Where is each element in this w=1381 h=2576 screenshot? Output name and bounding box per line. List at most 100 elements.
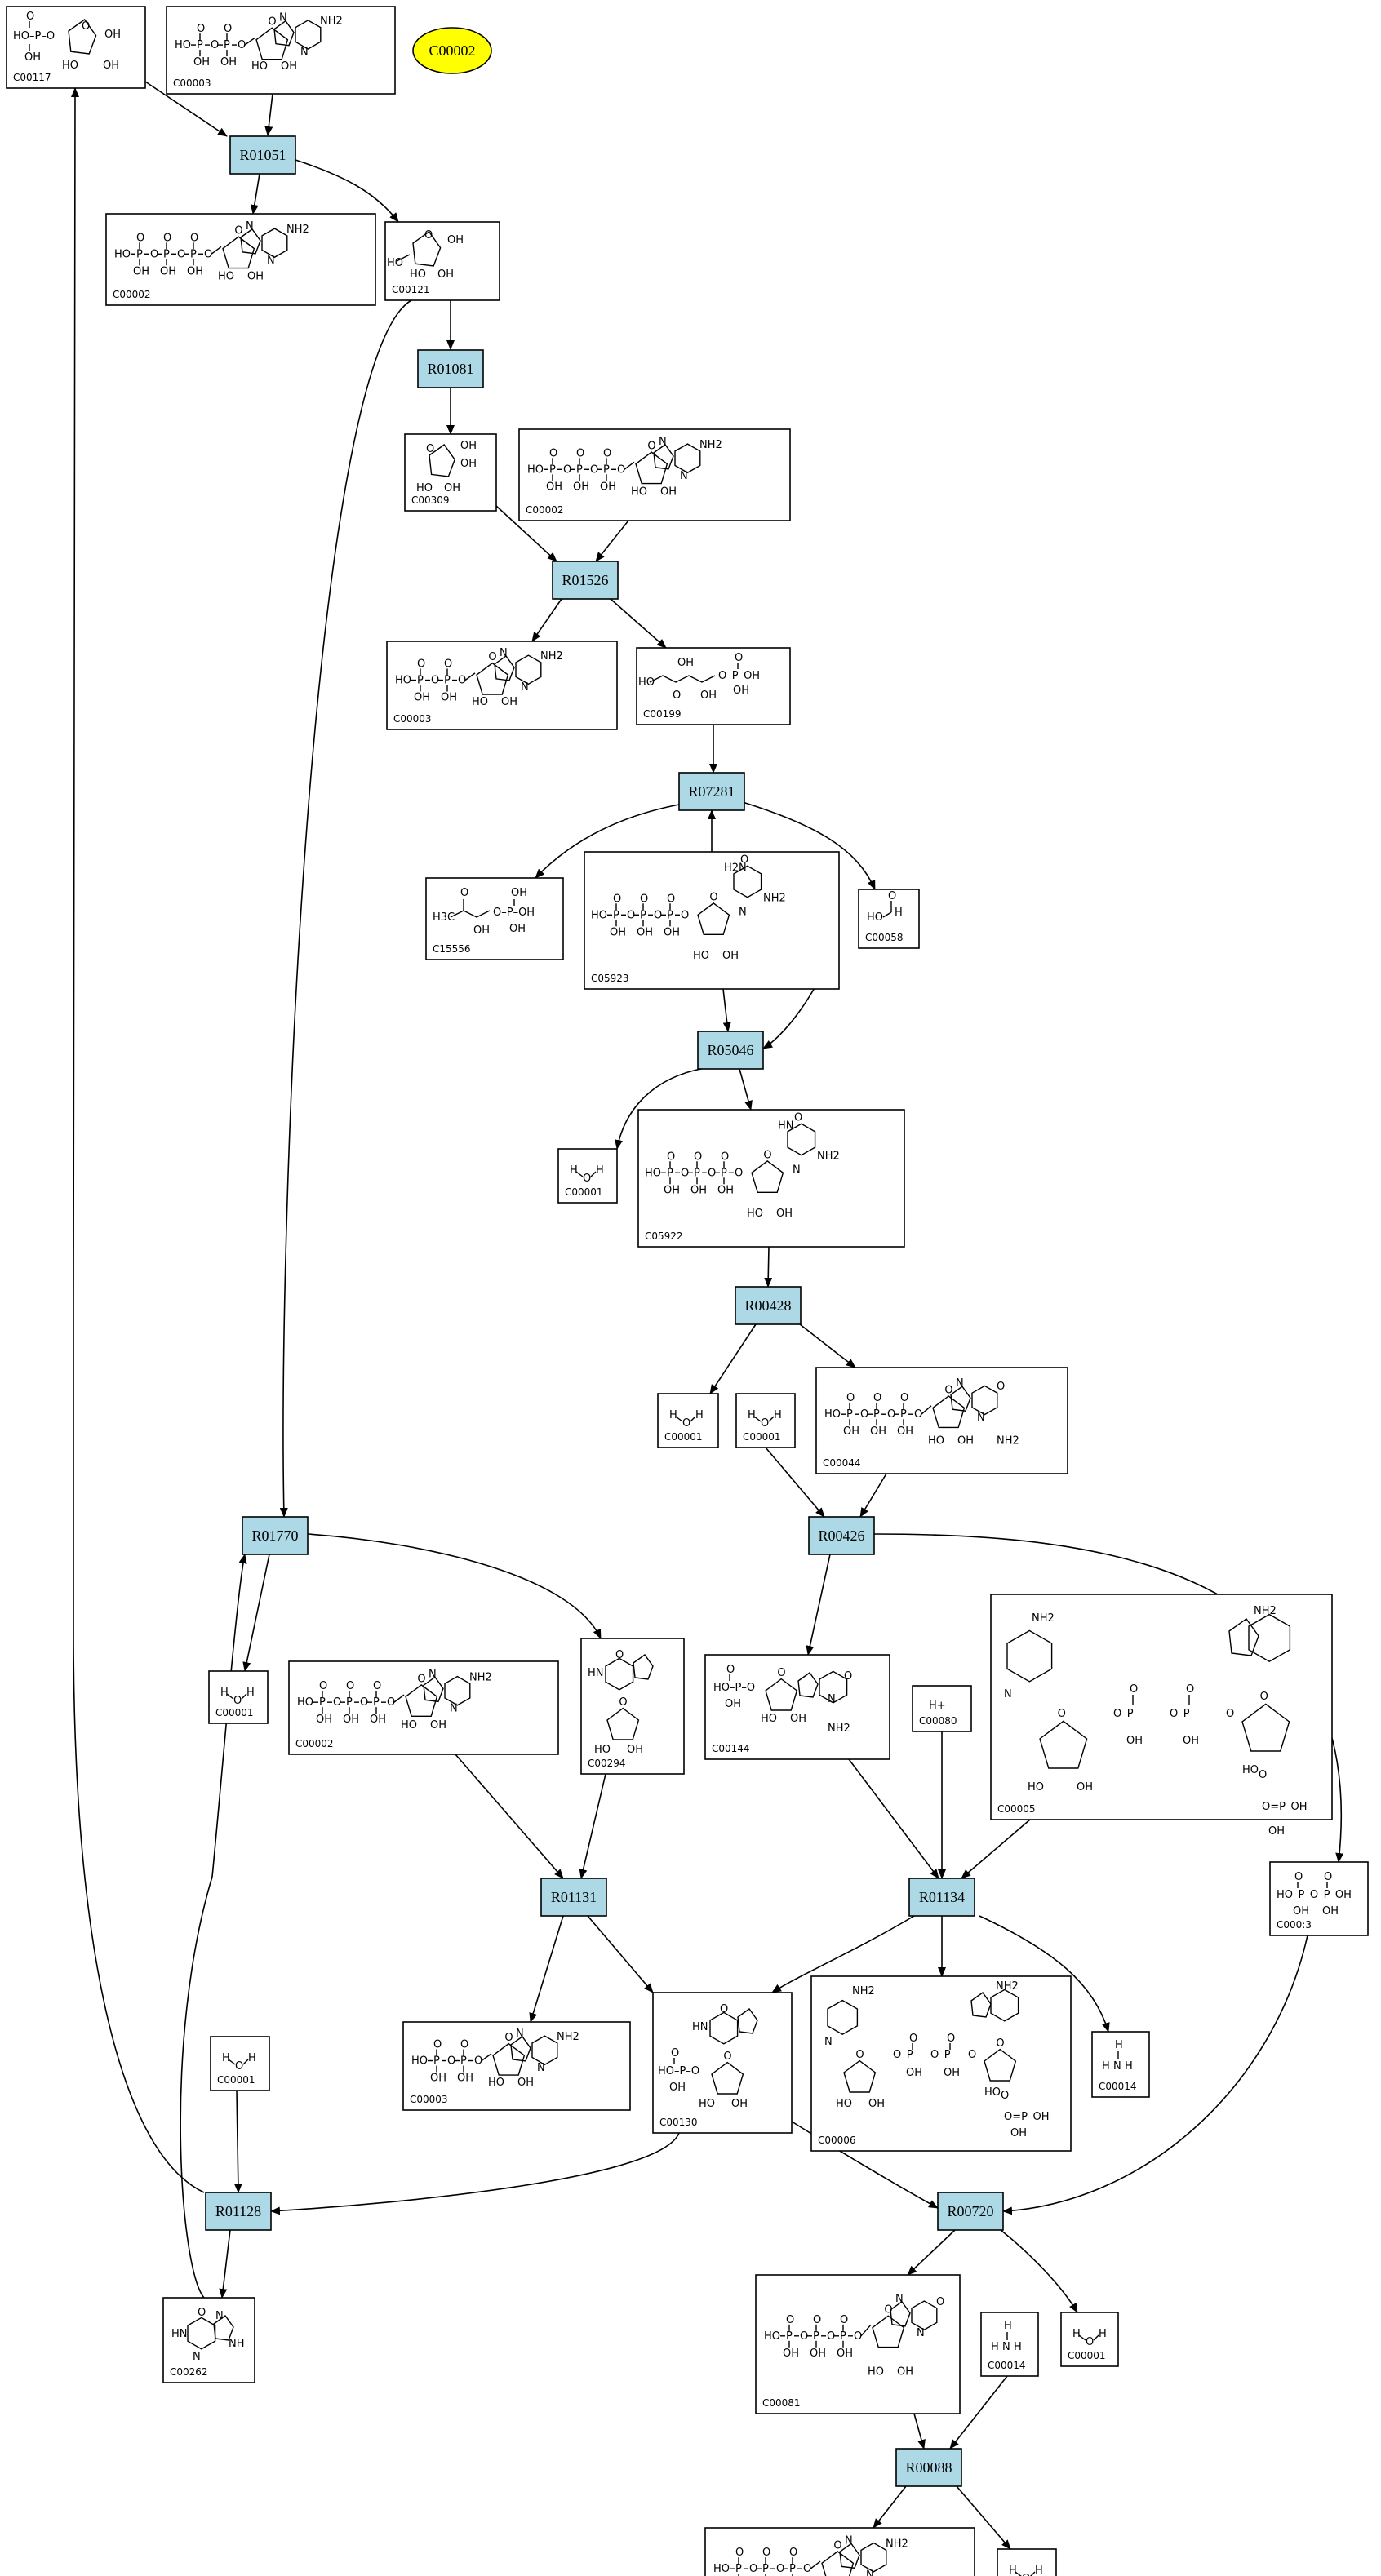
- svg-text:OH: OH: [1010, 2127, 1027, 2139]
- reaction-id-label: R00428: [744, 1297, 791, 1314]
- svg-text:O: O: [813, 2314, 821, 2326]
- reaction-node[interactable]: R01131: [540, 1878, 607, 1917]
- reaction-node[interactable]: R00428: [735, 1286, 802, 1325]
- svg-text:HO–P–O–P–OH: HO–P–O–P–OH: [1277, 1889, 1352, 1901]
- svg-text:H: H: [1102, 2060, 1110, 2073]
- svg-text:O: O: [888, 890, 896, 902]
- svg-text:O=P–OH: O=P–OH: [1004, 2111, 1049, 2123]
- compound-id-label: C00002: [295, 1738, 334, 1749]
- svg-text:P: P: [549, 463, 556, 476]
- svg-text:N: N: [1002, 2341, 1010, 2353]
- svg-text:H: H: [695, 1409, 704, 1421]
- compound-id-label: C00003: [410, 2094, 448, 2105]
- reaction-node[interactable]: R01526: [552, 561, 619, 600]
- molecule-structure-icon: H+: [929, 1700, 946, 1712]
- svg-text:H: H: [1004, 2320, 1012, 2332]
- highlighted-compound-node[interactable]: C00002: [412, 27, 492, 74]
- svg-text:O: O: [617, 463, 625, 476]
- reaction-arrow: [615, 1067, 706, 1150]
- compound-id-label: C00081: [762, 2397, 801, 2409]
- svg-text:HO: HO: [631, 486, 647, 499]
- svg-text:O–P: O–P: [1113, 1708, 1134, 1720]
- svg-text:P: P: [224, 39, 230, 51]
- reaction-node[interactable]: R07281: [678, 772, 745, 811]
- svg-text:O: O: [694, 1151, 702, 1163]
- svg-text:P: P: [444, 675, 451, 687]
- svg-text:O: O: [458, 675, 466, 687]
- reaction-node[interactable]: R01770: [242, 1516, 309, 1555]
- svg-text:O: O: [667, 1151, 675, 1163]
- reaction-node[interactable]: R00088: [895, 2448, 962, 2487]
- reaction-id-label: R01134: [919, 1889, 965, 1905]
- svg-text:N: N: [521, 681, 529, 694]
- svg-text:O: O: [233, 1695, 242, 1707]
- reaction-arrow: [295, 159, 399, 223]
- svg-text:O: O: [424, 229, 433, 242]
- reaction-arrow: [535, 804, 680, 879]
- svg-text:H: H: [222, 2052, 230, 2064]
- compound-box: [425, 877, 564, 960]
- svg-text:OH: OH: [700, 689, 717, 702]
- reaction-node[interactable]: R01128: [205, 2192, 272, 2231]
- svg-text:OH: OH: [870, 1425, 886, 1438]
- svg-text:O: O: [198, 2307, 206, 2319]
- reaction-node[interactable]: R00720: [937, 2192, 1004, 2231]
- svg-text:N: N: [828, 1693, 836, 1705]
- reaction-node[interactable]: R01051: [229, 135, 296, 175]
- compound-node[interactable]: H+C00080: [912, 1685, 972, 1732]
- svg-text:N: N: [824, 2036, 833, 2048]
- reaction-node[interactable]: R01134: [908, 1878, 975, 1917]
- reaction-node[interactable]: R01081: [417, 349, 484, 388]
- compound-id-label: C00002: [526, 504, 564, 516]
- reaction-node[interactable]: R05046: [697, 1031, 764, 1070]
- compound-id-label: C00058: [865, 932, 904, 943]
- svg-text:O: O: [640, 893, 648, 905]
- svg-text:OH: OH: [133, 265, 149, 277]
- svg-text:N: N: [450, 1702, 458, 1714]
- svg-text:O: O: [735, 1167, 743, 1179]
- svg-text:O: O: [914, 1408, 922, 1421]
- svg-text:OH: OH: [897, 1425, 913, 1438]
- reaction-arrow: [806, 1554, 831, 1656]
- compound-box: [657, 1393, 719, 1448]
- compound-id-label: C00130: [659, 2117, 698, 2128]
- reaction-node[interactable]: R00426: [808, 1516, 875, 1555]
